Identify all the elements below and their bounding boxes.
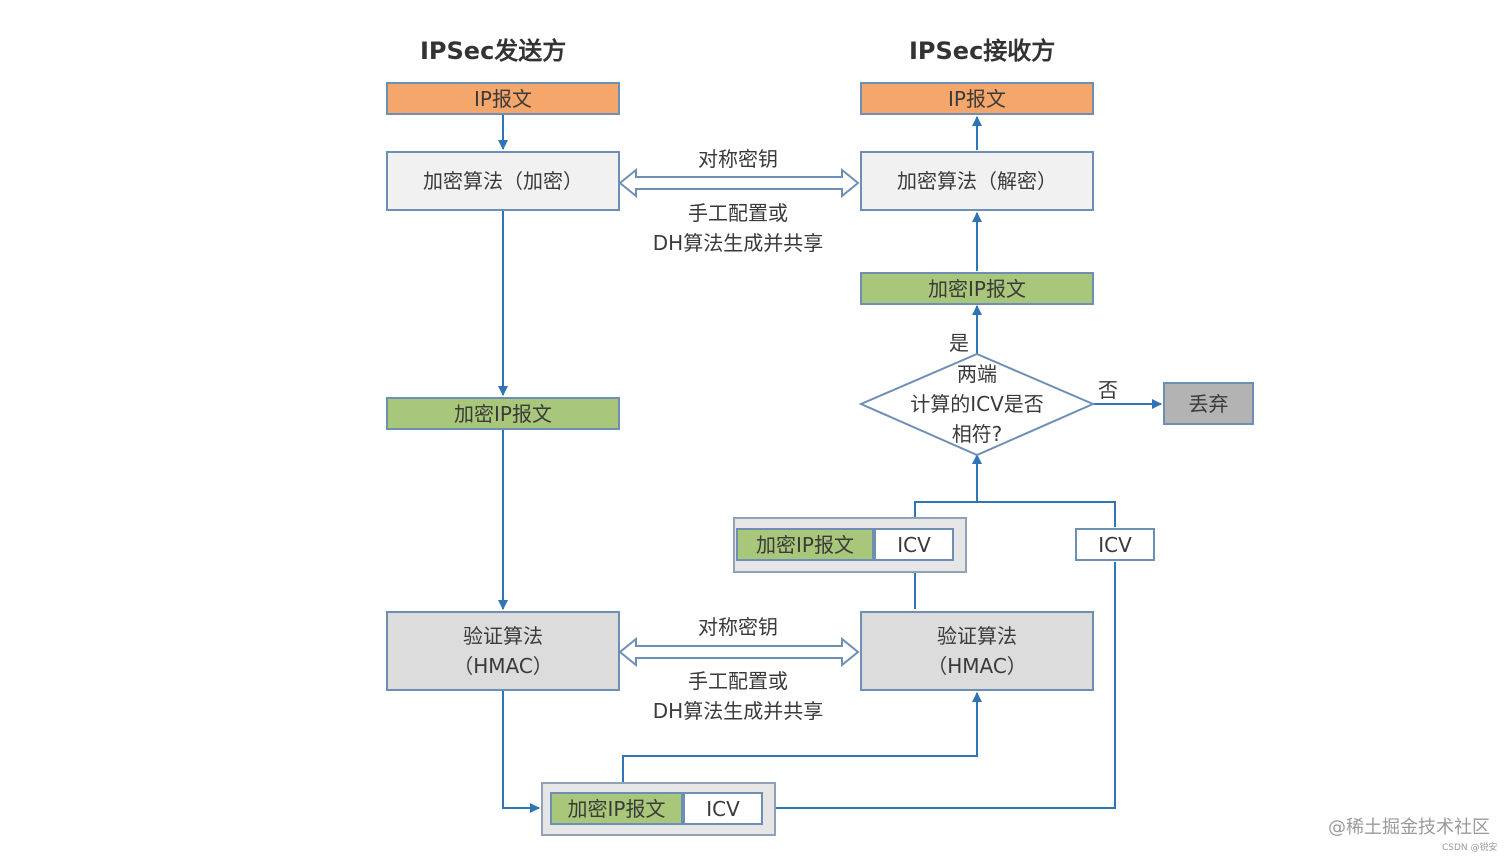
watermark-sub: CSDN @锐安 xyxy=(1442,843,1498,853)
receiver-decrypt-algorithm: 加密算法（解密） xyxy=(860,151,1094,211)
receiver-ip-packet: IP报文 xyxy=(860,82,1094,115)
received-icv: ICV xyxy=(1075,528,1155,561)
key-arrow-bottom xyxy=(618,636,860,668)
receiver-packet-with-icv: 加密IP报文 xyxy=(736,528,874,561)
sender-title: IPSec发送方 xyxy=(420,37,567,65)
key-method-bottom: 手工配置或 DH算法生成并共享 xyxy=(652,669,824,723)
key-arrow-top xyxy=(618,167,860,199)
line-computed-icv-up xyxy=(914,501,1116,527)
receiver-auth-algorithm: 验证算法 （HMAC） xyxy=(860,611,1094,691)
sender-auth-algorithm: 验证算法 （HMAC） xyxy=(386,611,620,691)
bottom-encrypted-packet: 加密IP报文 xyxy=(550,792,683,825)
decision-diamond xyxy=(858,352,1096,457)
arrow-auth-to-bottom xyxy=(502,691,540,813)
decision-yes-label: 是 xyxy=(949,331,969,355)
sender-encrypt-algorithm: 加密算法（加密） xyxy=(386,151,620,211)
discard-box: 丢弃 xyxy=(1163,382,1254,425)
line-bottom-icv-to-rx-icv xyxy=(776,562,1116,809)
key-method-top: 手工配置或 DH算法生成并共享 xyxy=(652,201,824,255)
receiver-computed-icv: ICV xyxy=(874,528,954,561)
key-label-bottom: 对称密钥 xyxy=(698,615,778,639)
sender-ip-packet: IP报文 xyxy=(386,82,620,115)
decision-text: 两端 计算的ICV是否 相符? xyxy=(910,362,1044,446)
sender-encrypted-packet: 加密IP报文 xyxy=(386,397,620,430)
receiver-encrypted-packet: 加密IP报文 xyxy=(860,272,1094,305)
receiver-title: IPSec接收方 xyxy=(909,37,1056,65)
watermark-main: @稀土掘金技术社区 xyxy=(1328,817,1490,838)
arrow-bottom-to-rx-auth xyxy=(622,692,982,786)
decision-no-label: 否 xyxy=(1098,378,1118,402)
bottom-icv: ICV xyxy=(683,792,763,825)
key-label-top: 对称密钥 xyxy=(698,147,778,171)
